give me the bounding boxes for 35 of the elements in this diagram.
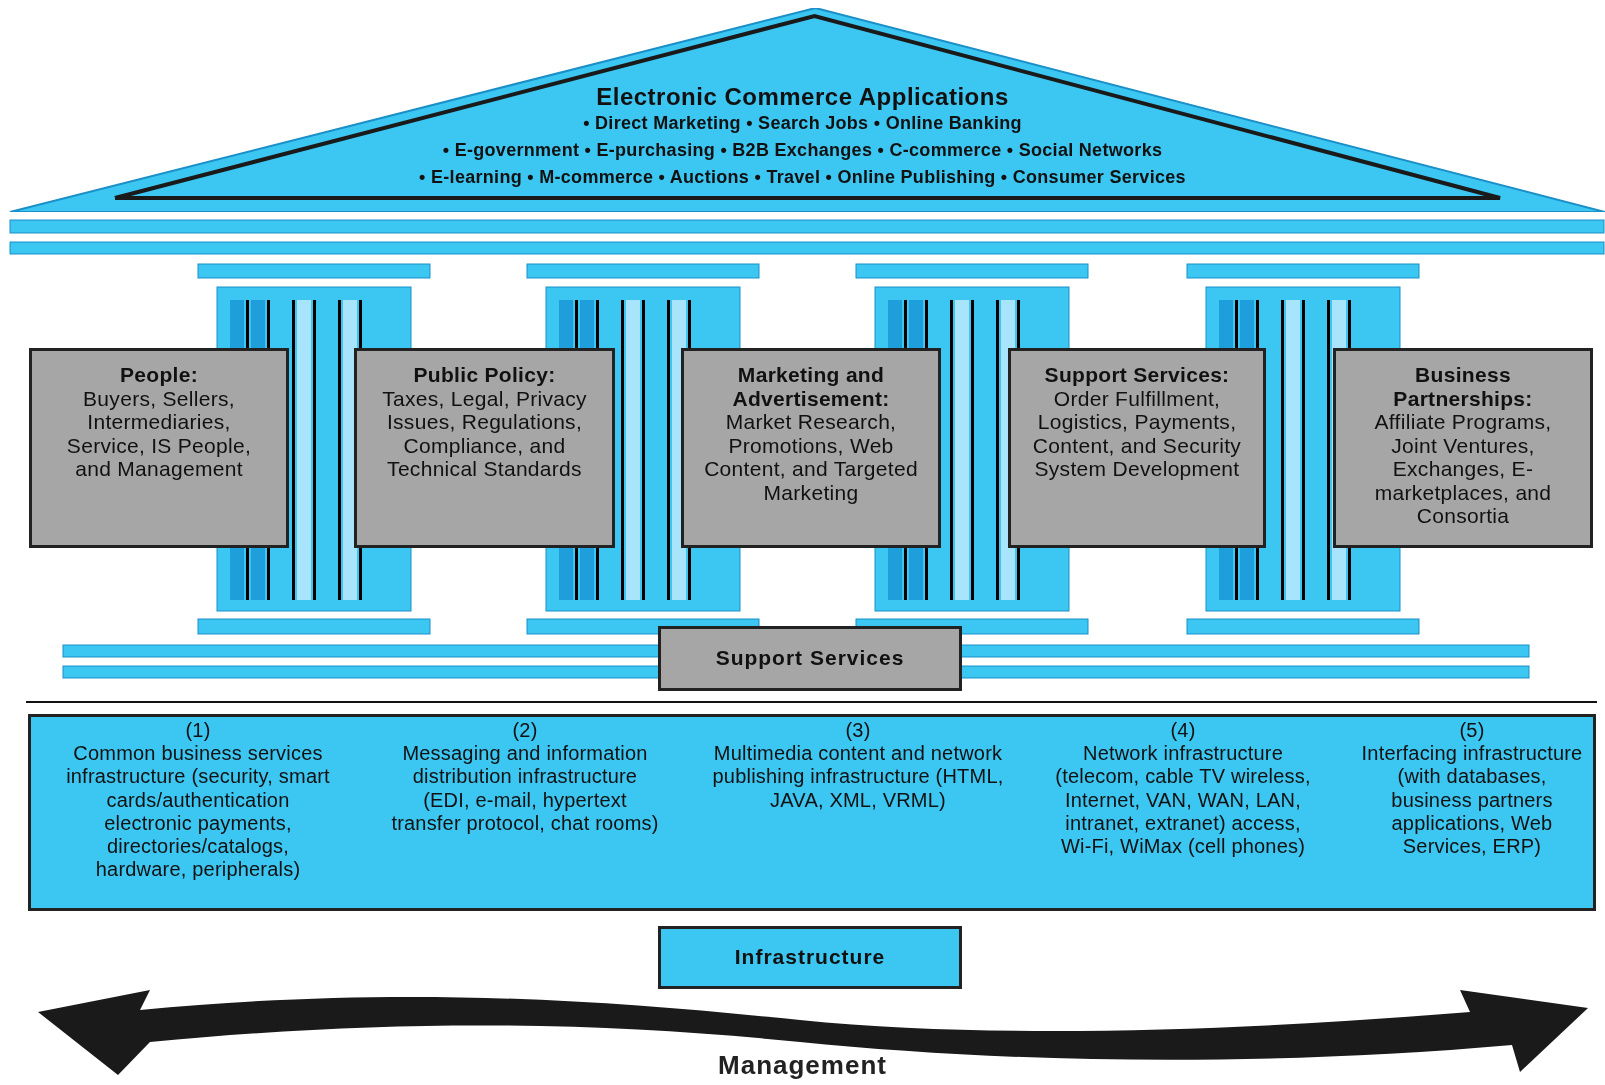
column-number: (5)	[1459, 719, 1485, 743]
box-text: Taxes, Legal, Privacy Issues, Regulations, Compliance, and Technical Standards	[381, 386, 588, 481]
label-box	[658, 626, 962, 691]
box-text: Affiliate Programs, Joint Ventures, Exchanges, E-marketplaces, and Consortia	[1373, 410, 1553, 528]
management-label: Management	[717, 1050, 888, 1081]
box-heading: Support Services:	[1044, 363, 1230, 387]
column-text: Common business services infrastructure (security, smart cards/authentication electronic payments, directories/catalogs, hardware, peripherals)	[65, 742, 331, 882]
column-text: Interfacing infrastructure (with databases, business partners applications, Web Services, ERP)	[1361, 742, 1583, 859]
column-number: (3)	[845, 719, 871, 743]
application-list: • Direct Marketing • Search Jobs • Online Banking	[583, 110, 1022, 138]
box-title: Support Services	[715, 646, 905, 671]
column-text: Messaging and information distribution infrastructure (EDI, e-mail, hypertext transfer protocol, chat rooms)	[390, 742, 660, 835]
column-text: Multimedia content and network publishing infrastructure (HTML, JAVA, XML, VRML)	[711, 742, 1005, 812]
application-list: • E-government • E-purchasing • B2B Exchanges • C-commerce • Social Networks	[442, 137, 1163, 165]
pillar-box	[681, 348, 941, 548]
box-heading: Marketing and Advertisement:	[731, 363, 891, 411]
box-title: Infrastructure	[734, 945, 886, 970]
application-list: • E-learning • M-commerce • Auctions • Travel • Online Publishing • Consumer Services	[419, 164, 1186, 192]
box-text: Buyers, Sellers, Intermediaries, Service, IS People, and Management	[65, 386, 253, 481]
box-heading: People:	[120, 363, 198, 387]
pillar-box	[354, 348, 615, 548]
infrastructure-band	[28, 714, 1596, 911]
roof-title: Electronic Commerce Applications	[596, 84, 1009, 111]
box-text: Order Fulfillment, Logistics, Payments, Content, and Security System Development	[1031, 386, 1243, 481]
pillar-box	[1333, 348, 1593, 548]
pillar-box	[29, 348, 289, 548]
column-text: Network infrastructure (telecom, cable TV wireless, Internet, VAN, WAN, LAN, intranet, extranet) access, Wi-Fi, WiMax (cell phones)	[1054, 742, 1312, 859]
column-number: (4)	[1170, 719, 1196, 743]
column-number: (1)	[185, 719, 211, 743]
label-box	[658, 926, 962, 989]
column-number: (2)	[512, 719, 538, 743]
box-heading: Public Policy:	[413, 363, 556, 387]
pillar-box	[1008, 348, 1266, 548]
box-text: Market Research, Promotions, Web Content, and Targeted Marketing	[703, 410, 919, 505]
box-heading: Business Partnerships:	[1392, 363, 1534, 411]
